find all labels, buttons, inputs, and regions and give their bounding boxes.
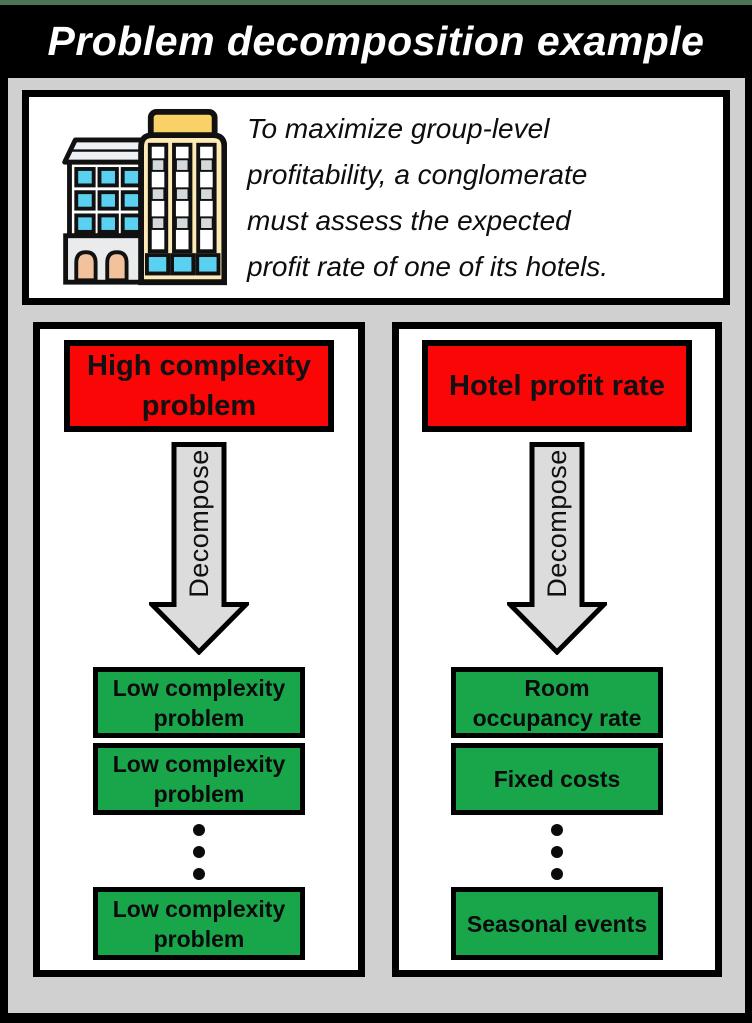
decompose-label-zone: Decompose	[149, 442, 249, 604]
decompose-label: Decompose	[183, 448, 214, 598]
panel-hotel-example: Hotel profit rate Decompose Room occupan…	[392, 322, 722, 977]
decompose-arrow: Decompose	[149, 442, 249, 655]
subproblem-box: Room occupancy rate	[451, 667, 663, 738]
subproblem-box: Low complexity problem	[93, 887, 305, 960]
frame-border-right	[745, 78, 752, 1023]
subproblem-box: Seasonal events	[451, 887, 663, 960]
down-arrow-icon	[507, 442, 607, 655]
panel-generic-decomposition: High complexity problem Decompose Low co…	[33, 322, 365, 977]
down-arrow-icon	[149, 442, 249, 655]
ellipsis-dot	[193, 868, 205, 880]
decompose-arrow: Decompose	[507, 442, 607, 655]
ellipsis-dot	[193, 824, 205, 836]
ellipsis-dot	[551, 824, 563, 836]
title-bar: Problem decomposition example	[0, 5, 752, 78]
decompose-label-zone: Decompose	[507, 442, 607, 604]
ellipsis-dot	[551, 868, 563, 880]
hotel-buildings-icon	[62, 108, 227, 285]
top-border-strip	[0, 0, 752, 5]
vertical-ellipsis-icon	[193, 824, 205, 880]
problem-box-hotel-profit-rate: Hotel profit rate	[422, 340, 692, 432]
subproblem-box: Fixed costs	[451, 743, 663, 815]
page-title: Problem decomposition example	[47, 18, 705, 64]
problem-box-high-complexity: High complexity problem	[64, 340, 334, 432]
vertical-ellipsis-icon	[551, 824, 563, 880]
frame-border-bottom	[0, 1013, 752, 1023]
decompose-label: Decompose	[541, 448, 572, 598]
intro-text: To maximize group-level profitability, a…	[247, 112, 609, 282]
subproblem-box: Low complexity problem	[93, 743, 305, 815]
subproblem-box: Low complexity problem	[93, 667, 305, 738]
ellipsis-dot	[551, 846, 563, 858]
frame-border-left	[0, 78, 8, 1023]
intro-box: To maximize group-level profitability, a…	[22, 90, 730, 305]
ellipsis-dot	[193, 846, 205, 858]
